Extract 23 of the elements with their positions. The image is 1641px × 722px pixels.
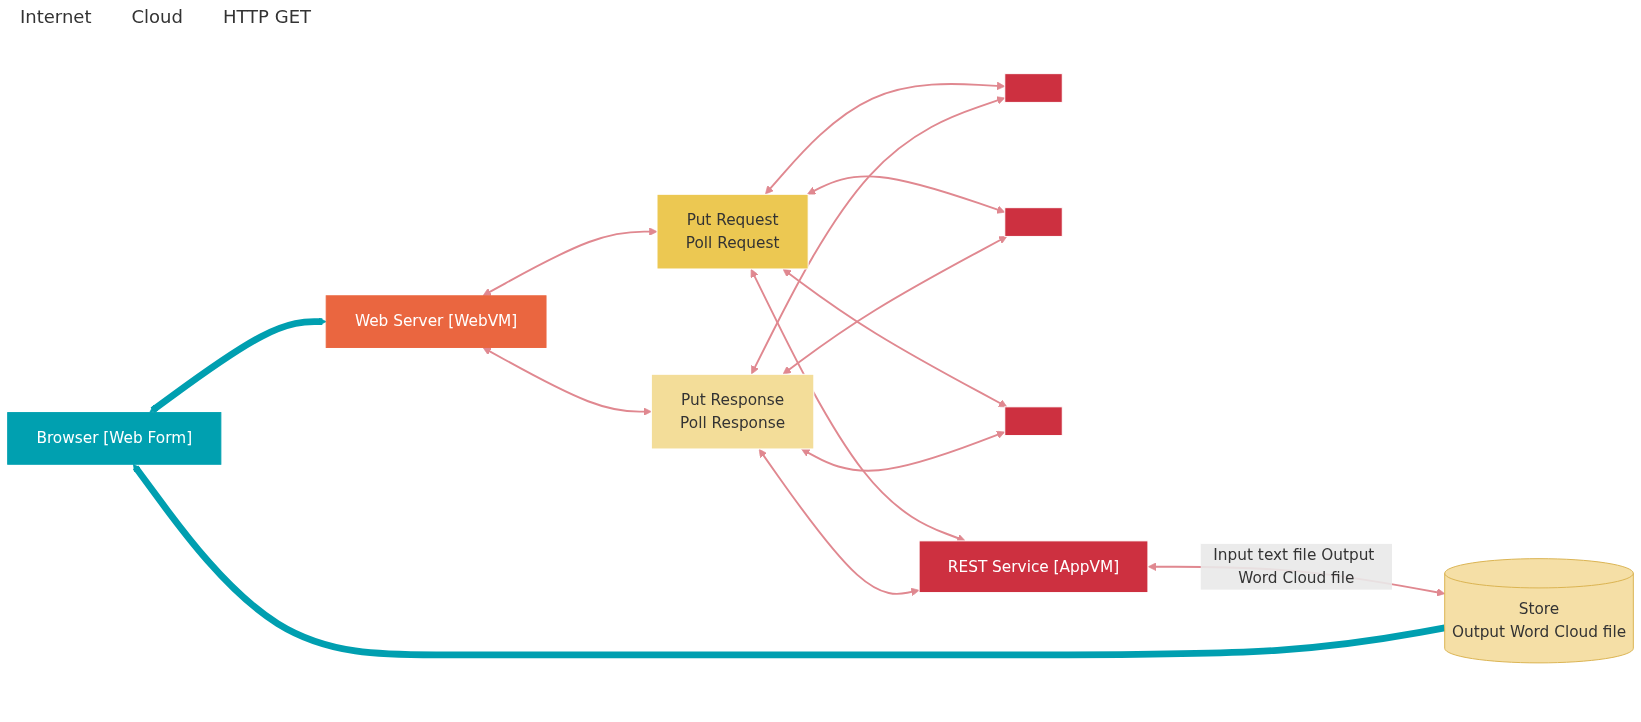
edge-label: Input text file Output Word Cloud file [1213,545,1375,587]
node-box: REST Service [AppVM] [918,540,1149,593]
arrow [482,347,652,416]
note-label: HTTP GET [222,6,311,27]
arrow [782,235,1008,375]
arrow [782,268,1008,407]
node-box: Web Server [WebVM] [325,295,547,348]
note-label: Internet [20,6,92,27]
node-box: Browser [Web Form] [7,411,222,465]
arrow [482,227,658,296]
node-box [1004,406,1063,436]
arrow [750,268,966,542]
arrow [807,175,1006,214]
arrow [758,448,920,596]
arrow [801,430,1006,472]
node-box [1004,72,1063,103]
note-label: Cloud [131,6,183,27]
node-box: Put Response Poll Response [650,373,815,450]
arrow [765,81,1006,195]
node-box: Put Request Poll Request [656,193,809,270]
arrow [751,96,1006,375]
arrow [149,317,327,413]
node-box [1004,206,1063,237]
